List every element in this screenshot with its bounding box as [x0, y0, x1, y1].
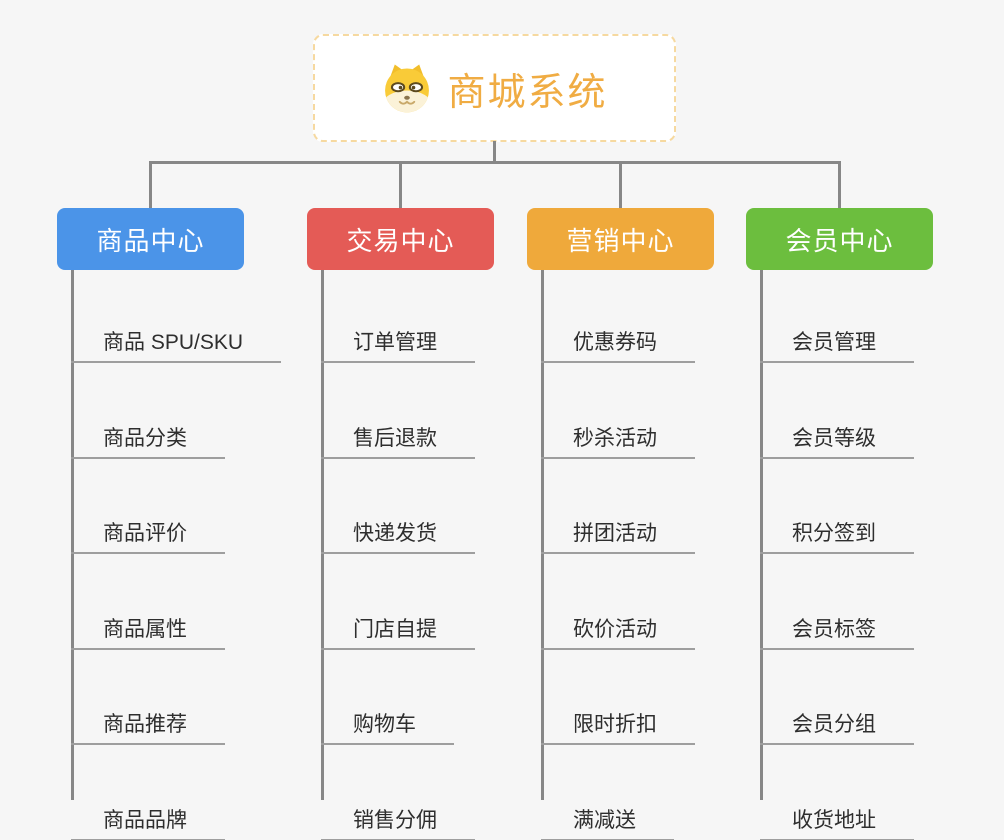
leaf-node[interactable]: 砍价活动: [541, 601, 695, 650]
leaf-node[interactable]: 优惠券码: [541, 314, 695, 363]
branch-spine: [760, 270, 763, 800]
leaf-node[interactable]: 秒杀活动: [541, 410, 695, 459]
leaf-node[interactable]: 商品评价: [71, 505, 225, 555]
leaf-node[interactable]: 积分签到: [760, 505, 914, 555]
leaf-node[interactable]: 商品分类: [71, 410, 225, 459]
leaf-node[interactable]: 商品属性: [71, 601, 225, 650]
connector-drop-trade: [399, 161, 402, 208]
leaf-node[interactable]: 会员分组: [760, 696, 914, 746]
leaf-node[interactable]: 会员标签: [760, 601, 914, 650]
branch-spine: [541, 270, 544, 800]
leaf-node[interactable]: 销售分佣: [321, 792, 475, 840]
leaf-node[interactable]: 会员管理: [760, 314, 914, 363]
branch-node-marketing-center[interactable]: 营销中心: [527, 208, 714, 270]
shiba-dog-face-icon: [385, 64, 430, 113]
leaf-node[interactable]: 商品品牌: [71, 792, 225, 840]
leaf-node[interactable]: 快递发货: [321, 505, 475, 555]
leaf-node[interactable]: 收货地址: [760, 792, 914, 840]
connector-horizontal: [149, 161, 841, 164]
branch-product-center: 商品中心 商品 SPU/SKU 商品分类 商品评价 商品属性 商品推荐 商品品牌: [57, 208, 282, 840]
branch-marketing-center: 营销中心 优惠券码 秒杀活动 拼团活动 砍价活动 限时折扣 满减送: [527, 208, 714, 840]
leaf-node[interactable]: 满减送: [541, 792, 674, 840]
connector-drop-product: [149, 161, 152, 208]
branch-node-member-center[interactable]: 会员中心: [746, 208, 933, 270]
branch-trade-center: 交易中心 订单管理 售后退款 快递发货 门店自提 购物车 销售分佣: [307, 208, 494, 840]
connector-drop-member: [838, 161, 841, 208]
root-node[interactable]: 商城系统: [313, 34, 676, 142]
leaf-node[interactable]: 商品 SPU/SKU: [71, 314, 282, 363]
leaf-node[interactable]: 拼团活动: [541, 505, 695, 555]
leaf-node[interactable]: 订单管理: [321, 314, 475, 363]
connector-root-stem: [493, 141, 496, 162]
leaf-node[interactable]: 购物车: [321, 696, 454, 746]
branch-member-center: 会员中心 会员管理 会员等级 积分签到 会员标签 会员分组 收货地址: [746, 208, 933, 840]
branch-node-product-center[interactable]: 商品中心: [57, 208, 244, 270]
leaf-node[interactable]: 售后退款: [321, 410, 475, 459]
leaf-node[interactable]: 限时折扣: [541, 696, 695, 746]
leaf-node[interactable]: 门店自提: [321, 601, 475, 650]
branch-node-trade-center[interactable]: 交易中心: [307, 208, 494, 270]
branch-spine: [321, 270, 324, 800]
root-title: 商城系统: [447, 71, 608, 114]
leaf-node[interactable]: 商品推荐: [71, 696, 225, 746]
leaf-node[interactable]: 会员等级: [760, 410, 914, 459]
connector-drop-marketing: [619, 161, 622, 208]
branch-spine: [71, 270, 74, 800]
